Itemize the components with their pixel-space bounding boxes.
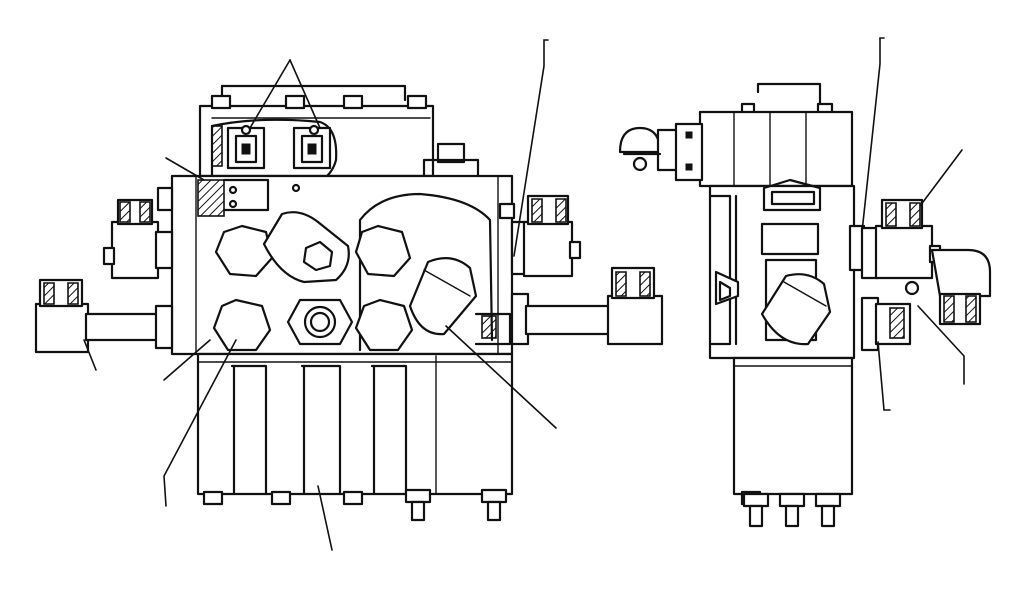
hex-plug-1 [214,224,274,278]
hex-plug-3 [212,298,272,352]
side-right-upper-fitting [860,198,992,326]
hex-plug-2 [354,224,412,278]
right-lower-fitting [510,266,664,346]
hex-plug-4 [354,298,414,352]
adjuster-screw-right [292,124,332,170]
bottom-stud-2 [480,488,508,522]
angled-cartridge-right [408,257,478,336]
side-angled-cartridge [760,273,832,346]
left-upper-fitting [102,186,174,280]
dome-cap-connector [618,122,704,182]
front-leader-lines [83,39,557,551]
side-lower-section [732,356,854,528]
angled-cartridge-left [262,211,350,284]
bottom-stud-1 [404,488,432,522]
side-right-lower-fitting [860,280,920,352]
side-leader-lines [861,37,965,411]
side-bottom-stud-2 [778,492,806,528]
side-bottom-stud-1 [742,492,770,528]
adjuster-screw-left [226,124,266,170]
side-body [708,178,866,360]
center-port-fitting [286,298,354,346]
right-upper-fitting [498,194,582,278]
side-bottom-stud-3 [814,492,842,528]
front-view [34,39,664,551]
side-top-section [618,82,854,188]
valve-body [170,174,514,356]
lower-section [196,352,514,522]
left-lower-fitting [34,278,174,354]
side-view [618,37,992,528]
top-cap-nut [422,142,480,180]
